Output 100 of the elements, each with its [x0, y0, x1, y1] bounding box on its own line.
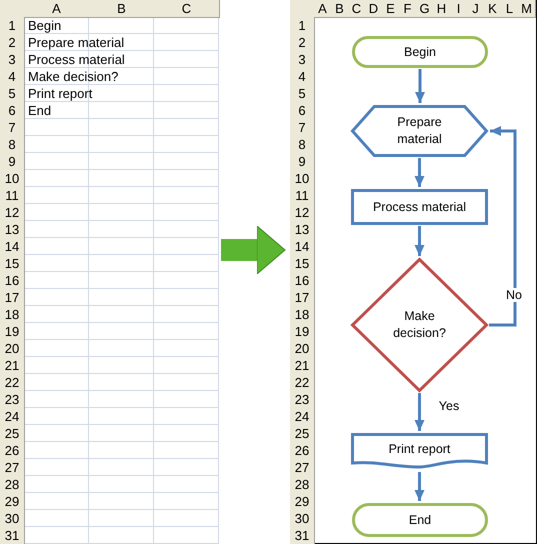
- cell-text: Process material: [28, 52, 125, 67]
- edge-label: No: [504, 288, 524, 302]
- row-header: 23: [0, 391, 25, 409]
- row-header: 4: [0, 68, 25, 86]
- node-label: End: [408, 512, 432, 528]
- column-header: M: [518, 0, 536, 18]
- row-header: 11: [290, 187, 315, 205]
- row-header: 7: [290, 119, 315, 137]
- row-header: 6: [0, 102, 25, 120]
- block-arrow: [221, 226, 286, 274]
- row-header: 12: [0, 204, 25, 222]
- column-header: A: [24, 0, 90, 18]
- row-header: 11: [0, 187, 25, 205]
- row-header: 22: [0, 374, 25, 392]
- row-header: 29: [290, 493, 315, 511]
- arrow: [414, 158, 424, 187]
- row-header: 2: [290, 34, 315, 52]
- column-header: C: [348, 0, 366, 18]
- column-header: B: [331, 0, 349, 18]
- row-header: 9: [0, 153, 25, 171]
- row-header: 28: [0, 476, 25, 494]
- row-header: 16: [0, 272, 25, 290]
- row-header: 20: [0, 340, 25, 358]
- terminator-shape: [352, 36, 488, 68]
- arrow: [414, 393, 424, 431]
- row-header: 13: [0, 221, 25, 239]
- column-header: F: [399, 0, 417, 18]
- row-header: 28: [290, 476, 315, 494]
- row-header: 16: [290, 272, 315, 290]
- row-header: 23: [290, 391, 315, 409]
- cell-text: Begin: [28, 18, 62, 33]
- spreadsheet: [0, 0, 219, 544]
- row-header: 9: [290, 153, 315, 171]
- row-header: 17: [0, 289, 25, 307]
- row-header: 3: [0, 51, 25, 69]
- row-header: 6: [290, 102, 315, 120]
- row-header: 4: [290, 68, 315, 86]
- row-header: 15: [290, 255, 315, 273]
- preparation-hexagon: [351, 105, 488, 157]
- row-header: 17: [290, 289, 315, 307]
- row-header: 25: [290, 425, 315, 443]
- row-header: 19: [0, 323, 25, 341]
- decision-diamond: [351, 258, 488, 392]
- row-header: 26: [0, 442, 25, 460]
- column-header: B: [89, 0, 155, 18]
- node-label: Prepare material: [396, 114, 443, 148]
- row-header: 24: [290, 408, 315, 426]
- row-header: 24: [0, 408, 25, 426]
- row-header: 14: [0, 238, 25, 256]
- cell-text: Print report: [28, 86, 92, 101]
- row-header: 25: [0, 425, 25, 443]
- row-header: 30: [290, 510, 315, 528]
- arrow: [414, 472, 424, 501]
- row-header: 19: [290, 323, 315, 341]
- row-header: 26: [290, 442, 315, 460]
- row-header: 27: [0, 459, 25, 477]
- process-box: [351, 189, 488, 225]
- row-header: 21: [290, 357, 315, 375]
- row-header: 30: [0, 510, 25, 528]
- row-header: 15: [0, 255, 25, 273]
- row-header: 18: [290, 306, 315, 324]
- row-header: 10: [0, 170, 25, 188]
- row-header: 22: [290, 374, 315, 392]
- row-header: 12: [290, 204, 315, 222]
- column-header: J: [467, 0, 485, 18]
- terminator-shape: [352, 503, 488, 537]
- node-label: Make decision?: [392, 308, 447, 342]
- row-header: 8: [0, 136, 25, 154]
- row-header: 31: [0, 527, 25, 544]
- document-shape: [351, 433, 488, 471]
- row-header: 31: [290, 527, 315, 544]
- row-header: 29: [0, 493, 25, 511]
- row-header: 14: [290, 238, 315, 256]
- node-label: Process material: [372, 198, 468, 216]
- column-header: L: [501, 0, 519, 18]
- edge-label: Yes: [436, 399, 462, 413]
- row-header: 2: [0, 34, 25, 52]
- row-header: 20: [290, 340, 315, 358]
- arrow: [414, 226, 424, 256]
- row-header: 21: [0, 357, 25, 375]
- row-header: 10: [290, 170, 315, 188]
- spreadsheet: [290, 0, 537, 544]
- column-header: G: [416, 0, 434, 18]
- cell-text: Prepare material: [28, 35, 124, 50]
- row-header: 3: [290, 51, 315, 69]
- column-header: H: [433, 0, 451, 18]
- row-header: 5: [0, 85, 25, 103]
- column-header: I: [450, 0, 468, 18]
- column-header: K: [484, 0, 502, 18]
- column-header: E: [382, 0, 400, 18]
- row-header: 27: [290, 459, 315, 477]
- row-header: 1: [290, 17, 315, 35]
- node-label: Print report: [388, 440, 452, 458]
- column-header: D: [365, 0, 383, 18]
- row-header: 13: [290, 221, 315, 239]
- row-header: 5: [290, 85, 315, 103]
- cell-text: Make decision?: [28, 69, 118, 84]
- arrow: [415, 69, 425, 103]
- arrow: [489, 126, 516, 326]
- cell-text: End: [28, 103, 52, 118]
